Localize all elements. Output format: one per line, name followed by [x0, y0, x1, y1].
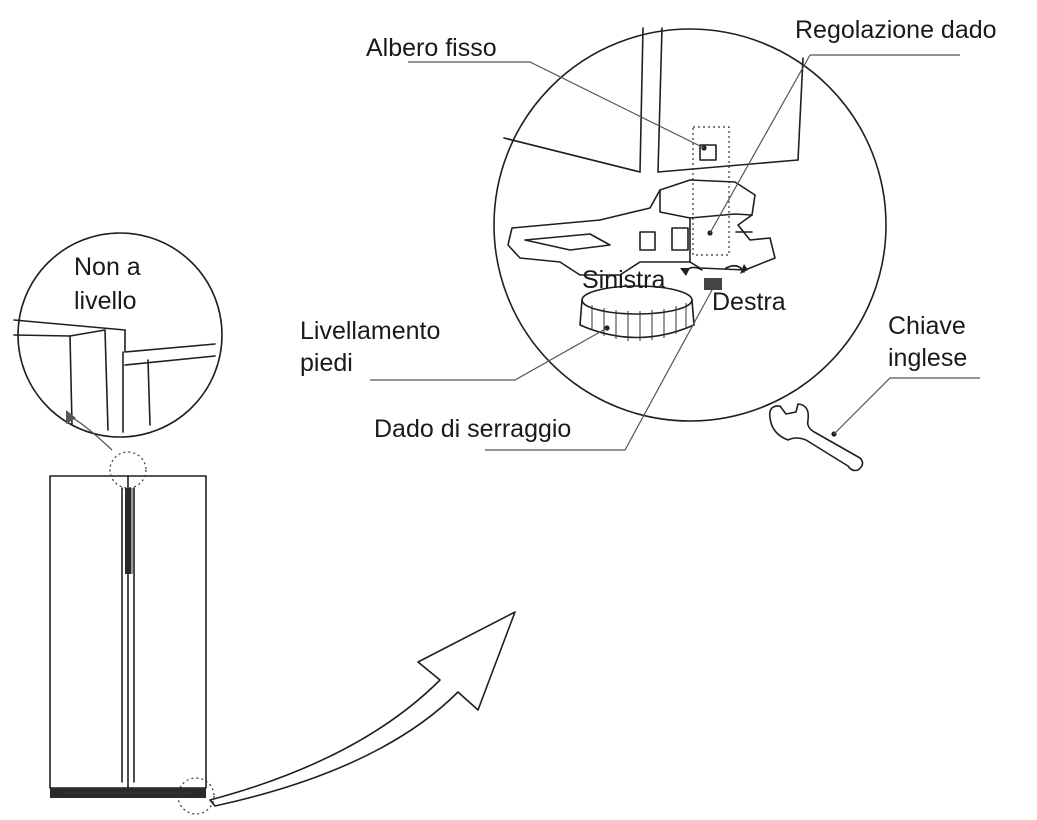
top-hinge-marker [109, 451, 147, 489]
fixed-shaft-detail [692, 126, 730, 256]
rotation-arrows [680, 264, 748, 290]
detail-circle-foot [370, 27, 960, 451]
label-nut-adjustment: Regolazione dado [795, 16, 997, 44]
refrigerator-front [49, 451, 215, 815]
leader-wrench [833, 377, 980, 435]
leader-lock-nut [485, 289, 713, 451]
leader-lines [370, 54, 960, 451]
leader-fixed-shaft [408, 61, 705, 149]
label-wrench: Chiave inglese [888, 312, 968, 372]
bracket-detail [507, 179, 776, 276]
label-right: Destra [712, 288, 786, 316]
leader-nut-adjustment [709, 54, 811, 234]
label-left: Sinistra [582, 266, 666, 294]
wrench-icon [768, 377, 980, 472]
handle-left [125, 488, 131, 574]
leveling-foot-detail [579, 285, 695, 341]
leader-leveling-feet [370, 327, 608, 381]
detail-circle-not-level [13, 232, 223, 451]
zoom-arrow [209, 611, 516, 807]
label-leveling-feet: Livellamento piedi [300, 317, 441, 377]
label-fixed-shaft: Albero fisso [366, 34, 497, 62]
label-not-level: Non a livello [74, 253, 141, 315]
label-lock-nut: Dado di serraggio [374, 415, 572, 443]
fridge-bottom-detail [503, 27, 804, 173]
foot-marker [177, 777, 215, 815]
